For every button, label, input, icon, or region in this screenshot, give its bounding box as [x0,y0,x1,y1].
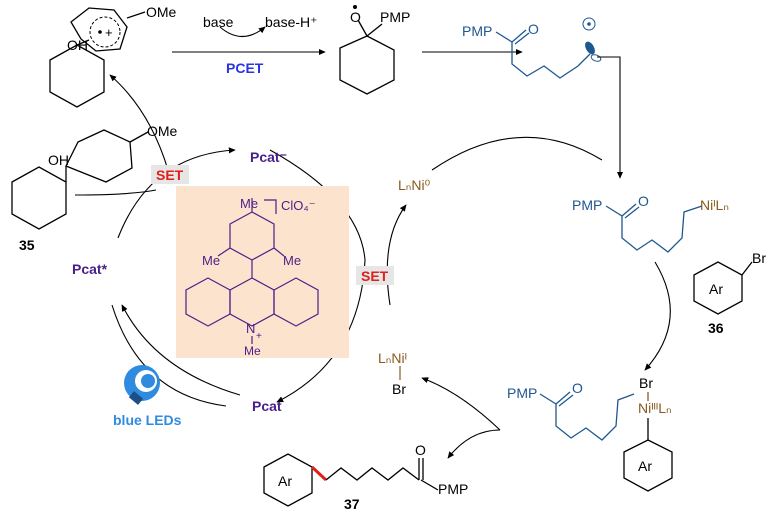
compound-36-label: 36 [708,320,724,336]
product-37-structure: Ar O PMP 37 [263,442,468,512]
catalyst-box: Me ClO₄⁻ Me Me + N Me [176,186,349,358]
pcat-label: Pcat [252,398,282,414]
set-left-incoming [74,189,157,196]
oh-label-35: OH [48,152,69,168]
catalyst-me-left: Me [202,253,220,268]
pcet-label: PCET [226,60,264,76]
reductive-elimination-arrow [447,429,501,459]
catalyst-me-right: Me [283,253,301,268]
ome-label-35: OMe [147,123,178,139]
ketone-radical-pmp: PMP [462,23,492,39]
ni-alkyl-pmp: PMP [572,197,602,213]
pcet-step: base base-H⁺ PCET [172,14,326,76]
base-label: base [203,14,234,30]
lightbulb-icon [124,365,160,405]
alkoxy-radical-structure: O PMP [339,5,410,95]
ni-cycle-left-arc [386,204,407,306]
ni3-ar: Ar [638,458,652,474]
catalyst-n: N [246,321,255,336]
catalyst-clo4: ClO₄⁻ [281,198,316,213]
pcat-right-arc [269,149,366,403]
blue-leds: blue LEDs [113,365,182,428]
blue-leds-label: blue LEDs [113,412,182,428]
radical-capture-arrow [597,56,624,179]
oxidative-addition-arrow [644,261,671,371]
ni3-pmp: PMP [507,385,537,401]
base-h-label: base-H⁺ [265,14,318,30]
pcat-excitation-arc [121,304,241,396]
pcat-minus-label: Pcat⁻ [250,149,287,165]
nii-br-top: LₙNiᴵ [378,350,407,366]
catalyst-me-top: Me [240,196,258,211]
aryl-br-label: Br [752,250,766,266]
oh-label-top: OH [67,37,88,53]
product-pmp: PMP [438,481,468,497]
set-to-radical-cation [109,74,169,171]
ni-alkyl-o: O [638,193,649,209]
photocatalyst-cycle: Pcat⁻ Pcat* Pcat [72,74,366,414]
ni3-label: NiᴵᴵᴵLₙ [638,400,672,416]
set-badge-center: SET [356,266,394,285]
catalyst-n-plus: + [256,331,262,342]
pcat-star-label: Pcat* [72,261,108,277]
aryl-bromide-36-structure: Br Ar 36 [693,250,766,336]
product-o: O [415,442,426,458]
ni-alkyl-label: NiᴵLₙ [700,197,729,213]
ni3-complex-structure: PMP O NiᴵᴵᴵLₙ Br Ar [507,375,673,492]
new-c-c-bond [310,465,328,482]
ni-cycle-top-arc [431,136,603,171]
alkoxy-pmp-label: PMP [380,9,410,25]
ni3-br: Br [639,375,653,391]
substrate-35-structure: OMe OH 35 [11,123,178,253]
alkyl-ni1-structure: PMP O NiᴵLₙ [572,193,729,253]
nii-br-bottom: Br [392,381,406,397]
set-left-label: SET [156,167,184,183]
set-center-label: SET [361,268,389,284]
alkoxy-o-label: O [350,9,361,25]
ketone-radical-o: O [528,21,539,37]
ome-label-top: OMe [146,4,177,20]
radical-cation-sign: + [105,25,113,40]
catalyst-n-me: Me [244,344,261,358]
compound-35-label: 35 [19,237,35,253]
set-badge-left: SET [151,165,189,184]
nickel-cycle: LₙNi⁰ LₙNiᴵ Br [378,136,603,397]
product-ar: Ar [278,473,292,489]
radical-cation-structure: OMe OH + [49,4,177,108]
nii-release-arrow [421,377,501,431]
ni0-label: LₙNi⁰ [398,177,431,193]
compound-37-label: 37 [344,496,360,512]
aryl-ar-label: Ar [709,281,723,297]
ni3-o: O [572,380,583,396]
ketone-radical-structure: PMP O [462,17,602,79]
